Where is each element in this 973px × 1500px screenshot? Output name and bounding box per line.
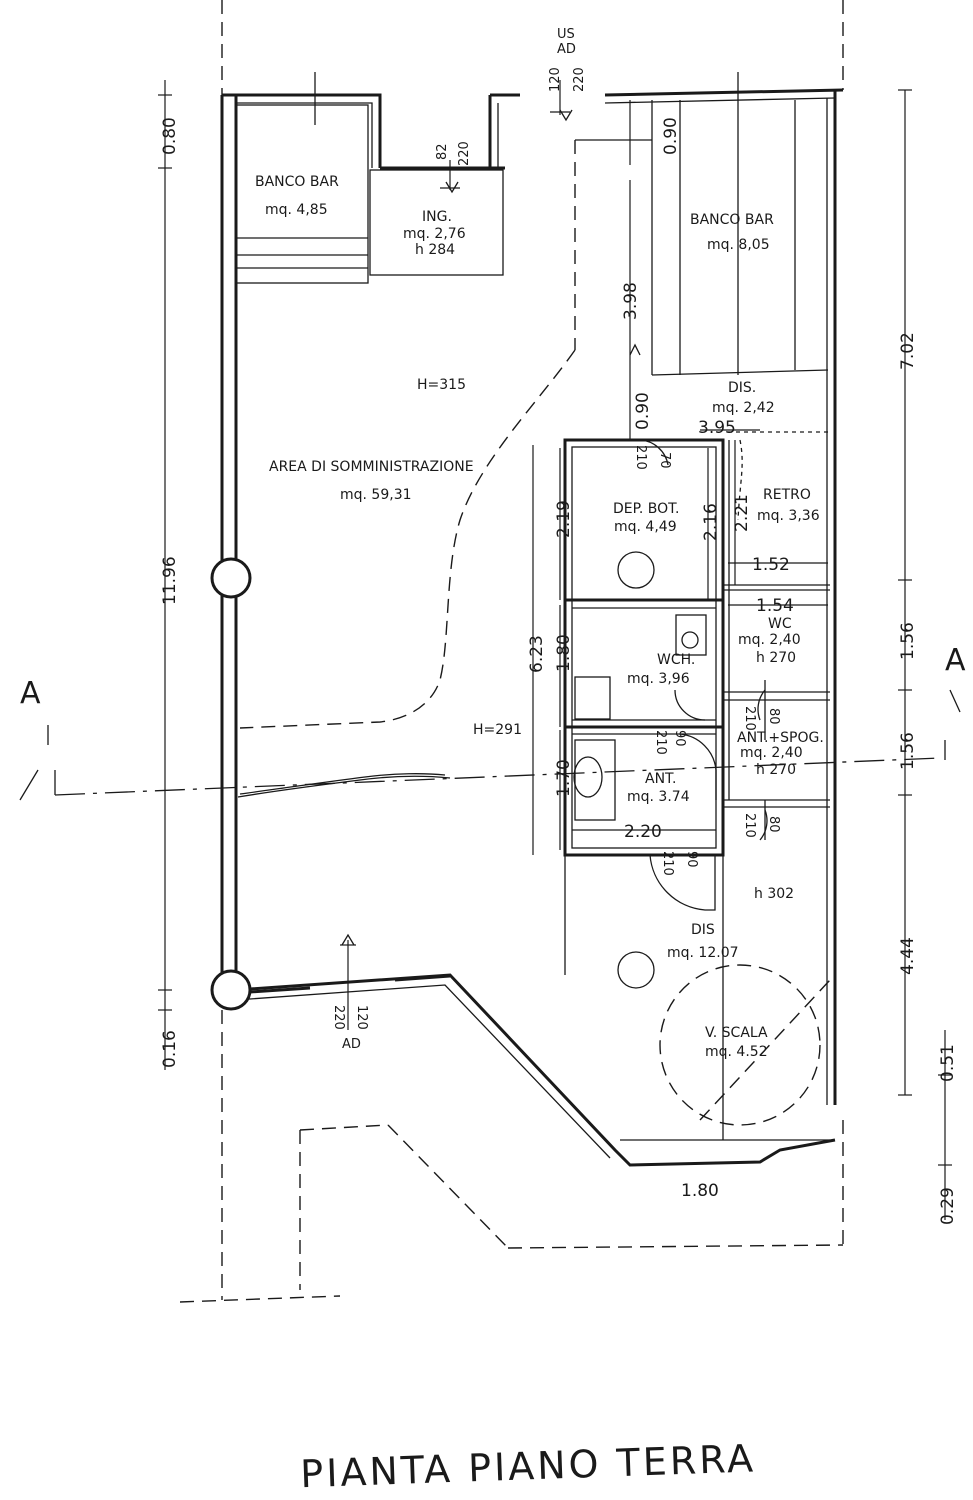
retro-area: mq. 3,36	[757, 508, 820, 524]
wc-name: WC	[768, 616, 792, 632]
ant-spog-name: ANT.+SPOG.	[737, 730, 824, 746]
door-bottom-ad: AD	[342, 1037, 361, 1052]
dim-v-090: 0.90	[633, 392, 653, 430]
dim-h-180: 1.80	[681, 1181, 719, 1201]
door-dis-80: 80	[766, 816, 781, 833]
ant-name: ANT.	[645, 771, 676, 787]
door-ing-width: 82	[435, 143, 450, 160]
door-ing-height: 220	[457, 141, 472, 166]
ant-area: mq. 3.74	[627, 789, 690, 805]
door-spog-210: 210	[742, 706, 757, 731]
right-dimension-line	[898, 89, 952, 1220]
ingresso-area: mq. 2,76	[403, 226, 466, 242]
dim-right-029: 0.29	[938, 1187, 958, 1225]
door-dep-70: 70	[657, 452, 672, 469]
dim-v-398: 3.98	[621, 282, 641, 320]
door-wch-210: 210	[653, 730, 668, 755]
ingresso-height: h 284	[415, 242, 455, 258]
dim-right-156b: 1.56	[898, 732, 918, 770]
drawing-title: PIANTA PIANO TERRA	[300, 1436, 757, 1496]
dim-top-090: 0.90	[661, 117, 681, 155]
door-bottom-width: 120	[354, 1005, 369, 1030]
door-dep-210: 210	[633, 445, 648, 470]
dim-v-180: 1.80	[554, 634, 574, 672]
banco-bar-right-name: BANCO BAR	[690, 212, 774, 228]
service-block-walls	[563, 431, 830, 1140]
height-mid: H=291	[473, 722, 522, 738]
retro-name: RETRO	[763, 487, 811, 503]
door-top-height: 220	[572, 67, 587, 92]
dim-v-170: 1.70	[554, 759, 574, 797]
wc-area: mq. 2,40	[738, 632, 801, 648]
height-main: H=315	[417, 377, 466, 393]
ant-spog-height: h 270	[756, 762, 796, 778]
dis-top-area: mq. 2,42	[712, 400, 775, 416]
v-scala-area: mq. 4.52	[705, 1044, 768, 1060]
dim-right-156a: 1.56	[898, 622, 918, 660]
dim-v-219: 2.19	[554, 500, 574, 538]
door-spog-80: 80	[766, 708, 781, 725]
dim-v-216: 2.16	[701, 503, 721, 541]
door-top-ad: AD	[557, 42, 576, 57]
area-somministrazione-area: mq. 59,31	[340, 487, 412, 503]
stair-void-outline	[659, 964, 821, 1126]
dim-h-154: 1.54	[756, 596, 794, 616]
boundary-lines	[179, 0, 844, 1303]
dim-h-152: 1.52	[752, 555, 790, 575]
section-mark-left: A	[20, 676, 41, 711]
section-mark-right: A	[945, 643, 966, 678]
door-bottom-height: 220	[331, 1005, 346, 1030]
dep-bot-area: mq. 4,49	[614, 519, 677, 535]
ingresso-outline	[369, 169, 504, 276]
door-ant-90: 90	[684, 851, 699, 868]
dim-left-top: 0.80	[160, 117, 180, 155]
dis-top-name: DIS.	[728, 380, 756, 396]
dim-right-main: 7.02	[898, 332, 918, 370]
dim-left-bottom: 0.16	[160, 1030, 180, 1068]
door-wch-90: 90	[672, 730, 687, 747]
dis-bottom-height: h 302	[754, 886, 794, 902]
door-ant-210: 210	[660, 851, 675, 876]
dis-bottom-name: DIS	[691, 922, 715, 938]
exterior-walls	[220, 88, 844, 1167]
banco-bar-left-outline	[235, 72, 369, 284]
banco-bar-left-area: mq. 4,85	[265, 202, 328, 218]
area-somministrazione-name: AREA DI SOMMINISTRAZIONE	[269, 459, 474, 475]
door-top-us: US	[557, 27, 575, 42]
ant-spog-area: mq. 2,40	[740, 745, 803, 761]
dim-right-051: 0.51	[938, 1044, 958, 1082]
dim-right-444: 4.44	[898, 937, 918, 975]
column-upper	[210, 557, 252, 599]
wch-name: WCH.	[657, 652, 695, 668]
wc-height: h 270	[756, 650, 796, 666]
interior-dimension-lines	[340, 80, 830, 1141]
dim-h-220: 2.20	[624, 822, 662, 842]
door-top-width: 120	[548, 67, 563, 92]
dis-bottom-area: mq. 12.07	[667, 945, 739, 961]
section-line	[19, 689, 961, 801]
banco-bar-right-outline	[239, 72, 829, 729]
dep-bot-name: DEP. BOT.	[613, 501, 680, 517]
door-dis-210: 210	[742, 813, 757, 838]
column-lower	[210, 969, 252, 1011]
dim-v-623: 6.23	[527, 635, 547, 673]
banco-bar-right-area: mq. 8,05	[707, 237, 770, 253]
wch-area: mq. 3,96	[627, 671, 690, 687]
dim-left-main: 11.96	[160, 556, 180, 605]
v-scala-name: V. SCALA	[705, 1025, 768, 1041]
dim-v-221: 2.21	[732, 494, 752, 532]
ingresso-name: ING.	[422, 209, 452, 225]
banco-bar-left-name: BANCO BAR	[255, 174, 339, 190]
left-dimension-line	[158, 80, 172, 1070]
dim-h-395: 3.95	[698, 418, 736, 438]
